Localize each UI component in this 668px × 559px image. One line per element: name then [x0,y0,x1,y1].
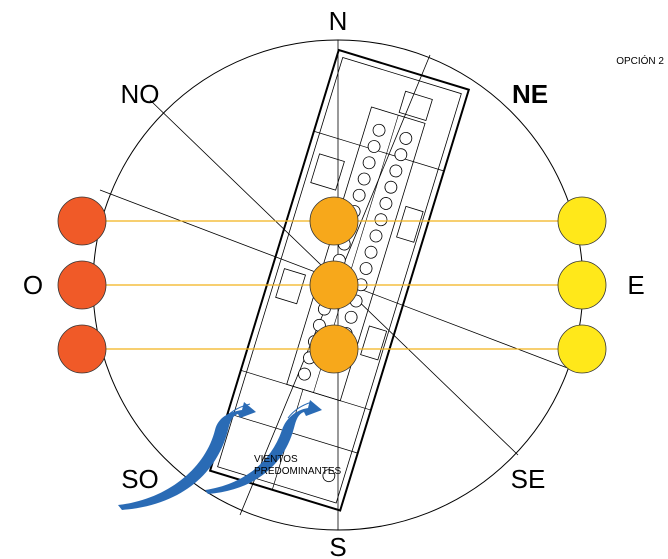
room-box [360,325,388,361]
direction-s: S [329,532,346,559]
room-box [396,205,424,243]
wind-arrow-outline [221,403,251,423]
seat [389,164,403,178]
option-label: OPCIÓN 2 [616,54,664,67]
sun-west [57,260,107,310]
wind-label-line1: VIENTOS [254,454,298,465]
sun-center [309,196,359,246]
building-inner-outline [217,56,462,504]
seat [394,148,408,162]
sun-center [309,324,359,374]
sun-east [557,196,607,246]
direction-n: N [329,6,348,36]
room-box [310,153,345,191]
seat [399,132,413,145]
seat [372,123,386,137]
sun-west [57,324,107,374]
sun-east [557,324,607,374]
sun-center [309,260,359,310]
center-suns [309,196,359,374]
direction-ne: NE [512,79,548,109]
seat [369,229,383,243]
seat [364,245,378,259]
seat [379,197,393,210]
west-suns [57,196,107,374]
wind-label-line2: PREDOMINANTES [254,466,342,477]
wind-arrows [118,400,322,510]
seat [344,310,358,324]
sun-west [57,196,107,246]
building-outline [208,48,471,512]
seat [298,367,311,381]
room-box [275,268,306,305]
direction-so: SO [121,464,159,494]
east-suns [557,196,607,374]
direction-se: SE [511,464,546,494]
section-line [227,413,358,454]
section-line [313,130,445,172]
direction-o: O [23,270,43,300]
seat [322,469,336,483]
sun-east [557,260,607,310]
wind-arrow-outline [287,401,313,419]
seat [359,262,373,275]
seat [384,180,398,194]
seat [352,188,366,202]
direction-no: NO [121,79,160,109]
seat [362,156,376,170]
seat [367,140,381,153]
direction-e: E [627,270,644,300]
room-box [398,90,433,122]
wind-arrow-small [205,400,322,494]
seat [357,172,371,186]
seat [374,213,388,227]
wind-arrow-large [118,402,256,510]
